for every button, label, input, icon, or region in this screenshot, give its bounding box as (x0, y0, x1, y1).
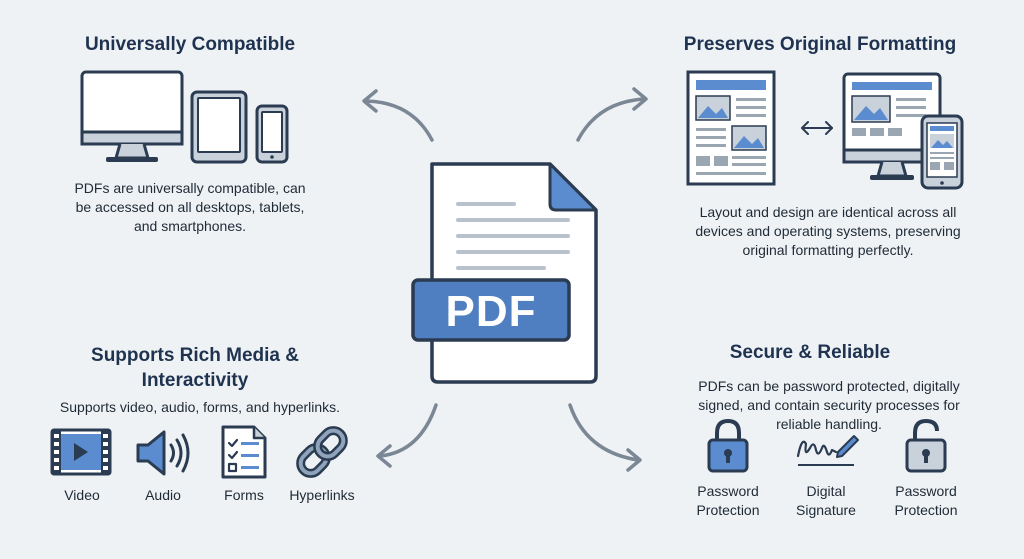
digital-signature-label: Digital Signature (796, 483, 856, 518)
monitor-layout-icon (842, 72, 942, 180)
hyperlinks-label: Hyperlinks (289, 487, 355, 503)
phone-layout-icon (920, 114, 964, 190)
desktop-icon (80, 70, 184, 162)
video-icon (50, 428, 112, 476)
hyperlinks-icon (296, 426, 348, 478)
media-title: Supports Rich Media & Interactivity (91, 345, 299, 391)
pdf-document-icon (411, 162, 598, 384)
compatible-title: Universally Compatible (84, 34, 296, 55)
compatible-description: PDFs are universally compatible, can be … (74, 180, 306, 234)
formatting-description: Layout and design are identical across a… (695, 204, 961, 258)
password-protection-label-2: Password Protection (894, 483, 958, 518)
forms-label: Forms (224, 487, 264, 503)
tablet-icon (190, 90, 248, 164)
unlock-icon (905, 418, 947, 473)
lock-icon (707, 418, 749, 473)
audio-label: Audio (145, 487, 181, 503)
audio-icon (136, 430, 190, 476)
password-protection-label: Password Protection (696, 483, 760, 518)
media-description: Supports video, audio, forms, and hyperl… (59, 399, 341, 415)
bidirectional-arrow-icon (801, 121, 833, 135)
secure-title: Secure & Reliable (729, 342, 891, 363)
signature-icon (796, 435, 859, 466)
pdf-badge-text: PDF (445, 287, 537, 336)
video-label: Video (64, 487, 100, 503)
secure-description: PDFs can be password protected, digitall… (698, 378, 960, 432)
smartphone-icon (255, 104, 289, 164)
forms-icon (221, 425, 267, 479)
formatting-title: Preserves Original Formatting (683, 34, 957, 55)
document-layout-icon (686, 70, 776, 186)
